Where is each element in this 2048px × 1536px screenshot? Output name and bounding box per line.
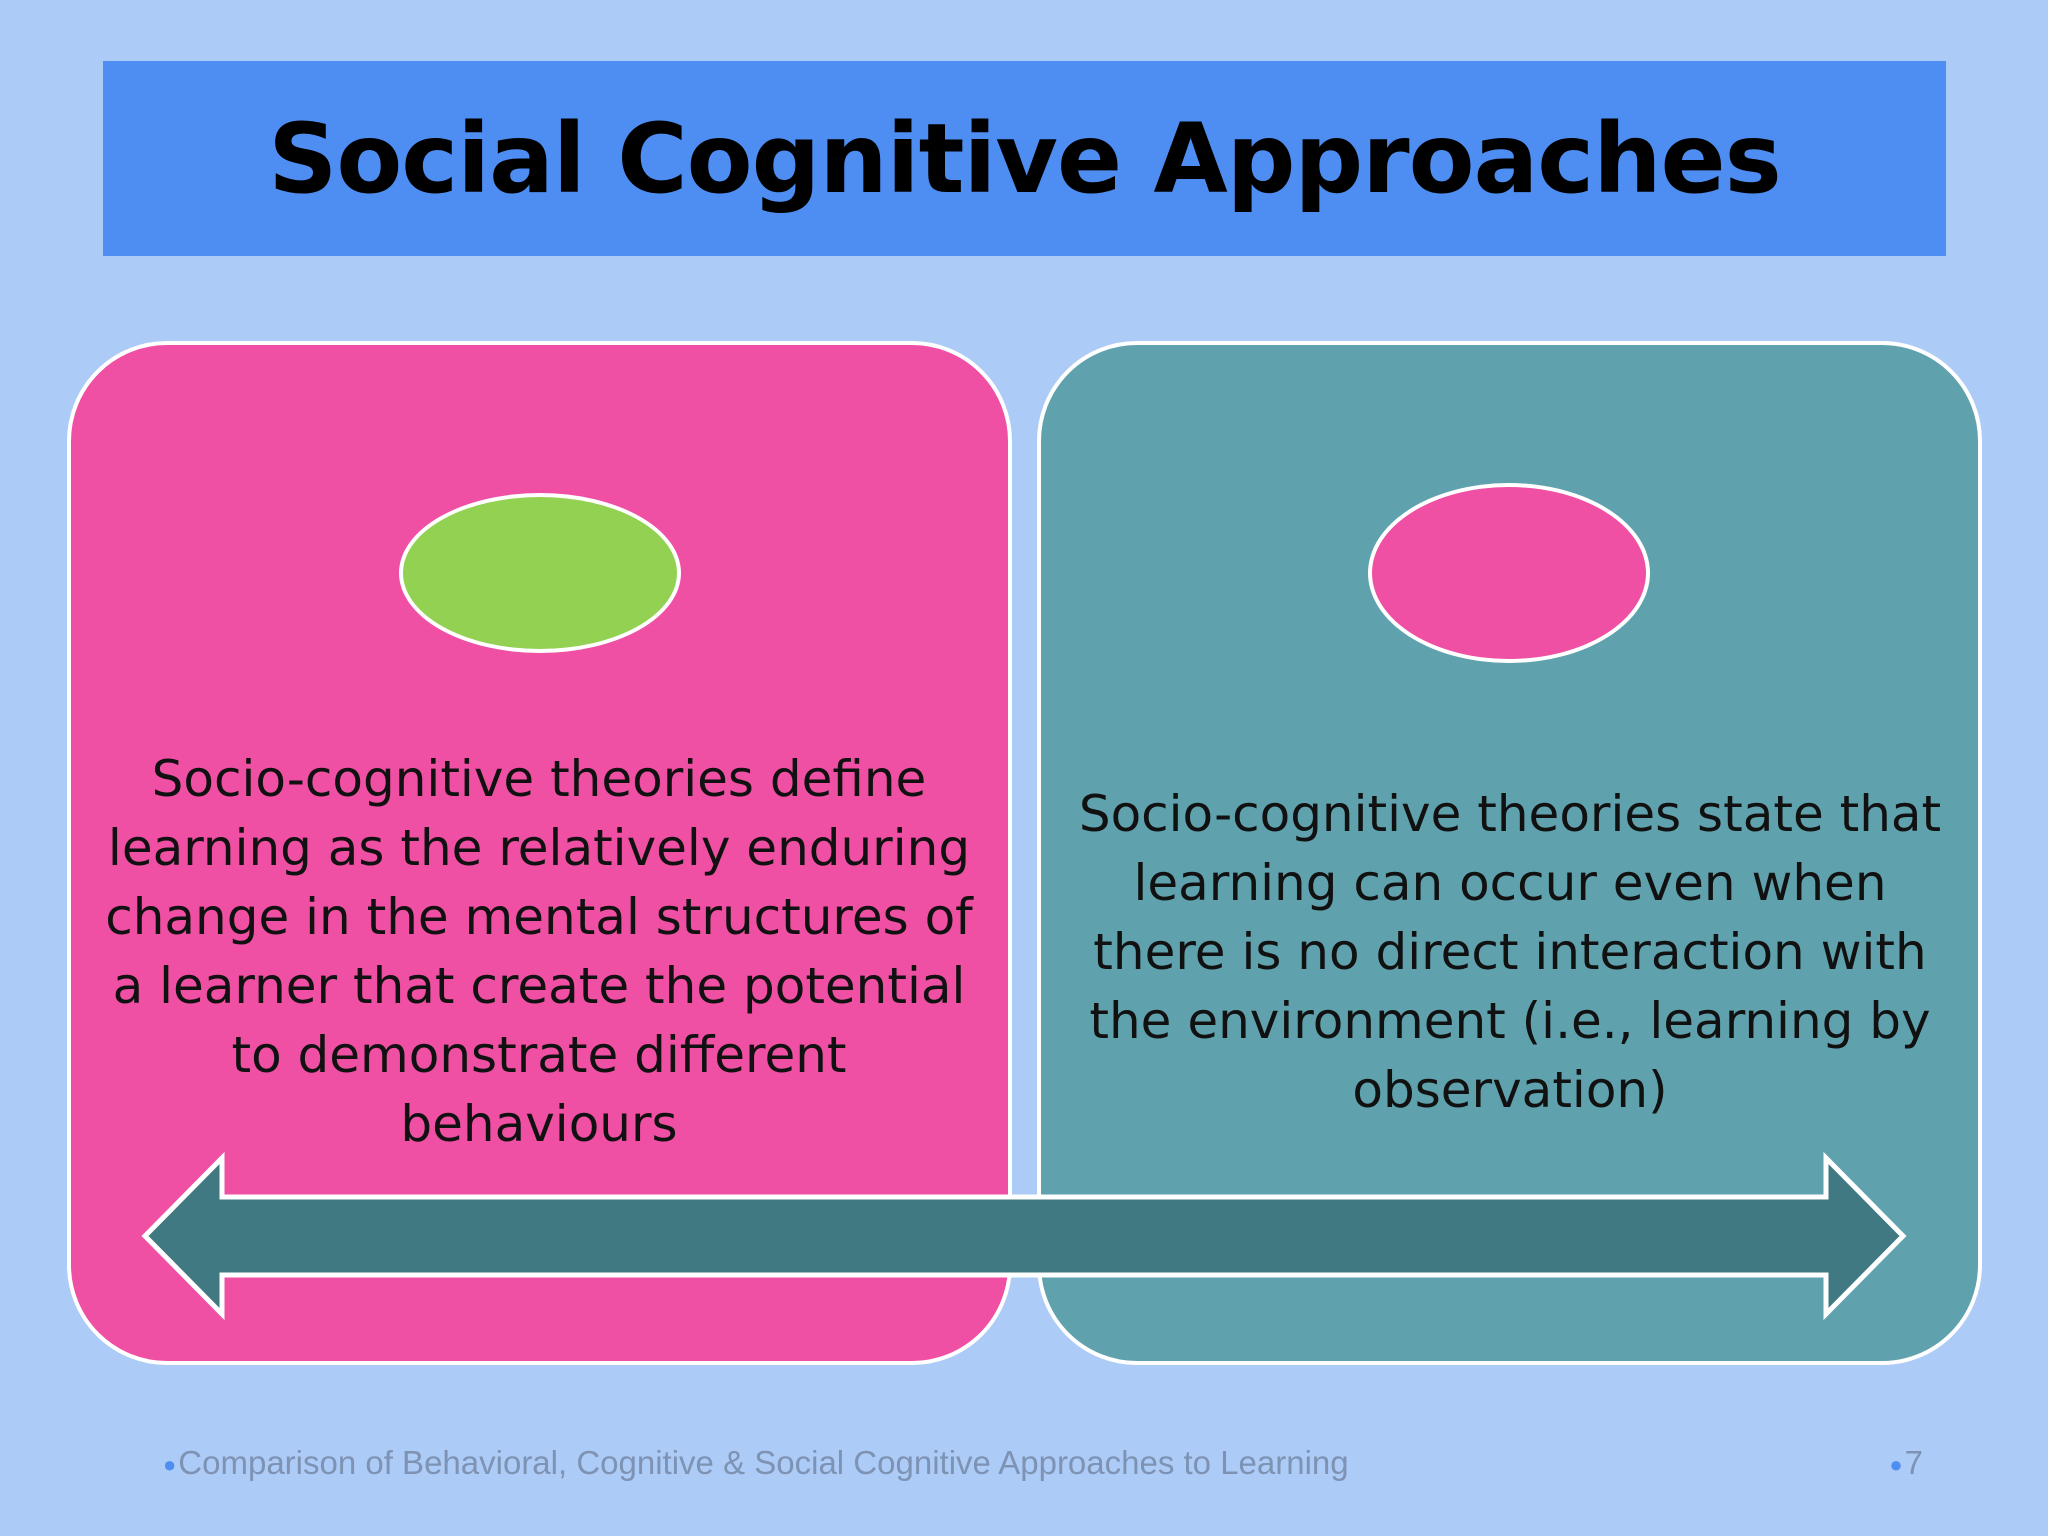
right-panel-text: Socio-cognitive theories state that lear…	[1078, 785, 1942, 1119]
page-bullet-icon: ●	[1889, 1452, 1903, 1478]
right-oval	[1368, 483, 1650, 663]
left-oval	[399, 493, 681, 653]
footer-bullet-icon: ●	[163, 1452, 177, 1478]
left-panel-text: Socio-cognitive theories define learning…	[105, 750, 973, 1153]
footer-page: ●7	[1889, 1444, 1923, 1482]
footer-caption: ●Comparison of Behavioral, Cognitive & S…	[163, 1444, 1349, 1482]
page-number: 7	[1904, 1444, 1923, 1481]
title-bar: Social Cognitive Approaches	[103, 61, 1946, 256]
footer-text: Comparison of Behavioral, Cognitive & So…	[178, 1444, 1349, 1481]
slide-title: Social Cognitive Approaches	[268, 102, 1782, 215]
